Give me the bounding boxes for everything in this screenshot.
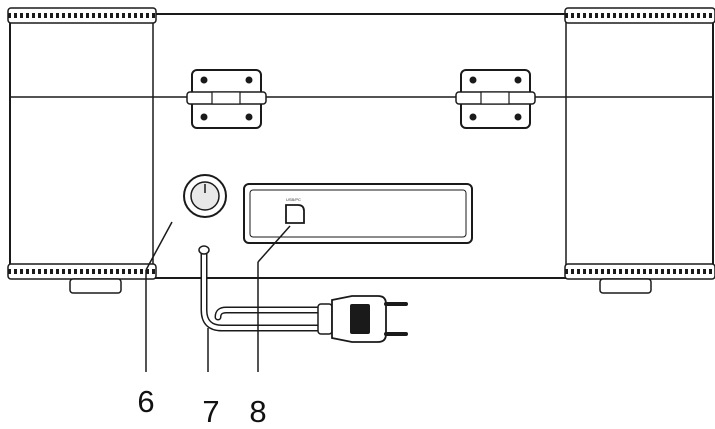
callout-6: 6 [137,384,154,419]
leader-line-6 [145,221,173,271]
left-foot [69,278,122,294]
usb-port-text: USB/PC [286,197,301,202]
bottom-left-trim [7,263,157,280]
top-right-trim [564,7,715,24]
callout-8: 8 [249,394,266,429]
right-foot [599,278,652,294]
top-left-trim [7,7,157,24]
usb-port-icon [285,204,305,224]
bottom-right-trim [564,263,715,280]
right-hinge [455,69,536,129]
leader-line-8 [257,225,291,263]
power-knob [183,174,227,218]
power-plug [317,295,408,343]
left-hinge [186,69,267,129]
callout-7: 7 [202,394,219,429]
usb-port-panel: USB/PC [243,183,473,244]
power-cord [198,245,324,332]
